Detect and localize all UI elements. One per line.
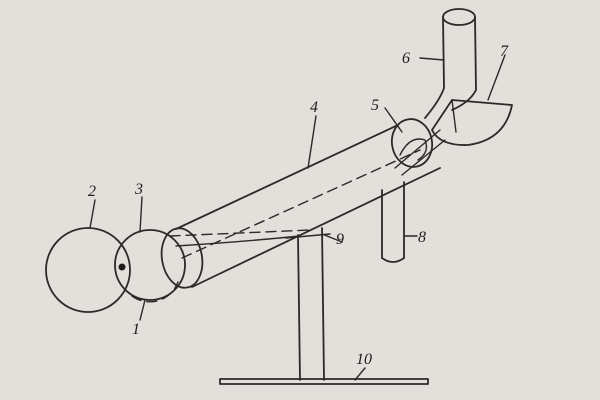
- label-9: 9: [336, 231, 344, 248]
- part-labels: 1 2 3 4 5 6 7 8 9 10: [88, 43, 509, 368]
- tube-bottom-edge: [191, 167, 441, 288]
- head-5-lines: [394, 129, 446, 176]
- label-1: 1: [132, 321, 140, 338]
- rod-8-bottom: [381, 257, 405, 263]
- label-6: 6: [402, 50, 410, 67]
- label-8: 8: [418, 229, 426, 246]
- stand-right-post: [321, 227, 325, 381]
- leader-lines: [89, 54, 506, 381]
- liquid-level: [169, 229, 311, 237]
- tube-upper-end: [390, 118, 434, 168]
- label-5: 5: [371, 97, 379, 114]
- hopper-inner: [451, 99, 457, 133]
- rod-8: [381, 181, 405, 263]
- hopper-7: [431, 99, 513, 146]
- disk-1-inner: [131, 281, 179, 303]
- pipe-6-right: [451, 16, 477, 111]
- label-7: 7: [500, 43, 509, 60]
- stand-left-post: [297, 234, 301, 381]
- hopper-body: [431, 99, 513, 146]
- head-5-spiral: [399, 138, 428, 161]
- label-4: 4: [310, 99, 318, 116]
- pipe-6: [424, 8, 477, 119]
- label-3: 3: [134, 181, 143, 198]
- tube-axis-dashed: [181, 149, 421, 259]
- disk-3: [114, 229, 186, 301]
- label-2: 2: [88, 183, 96, 200]
- tube-top-edge: [175, 124, 399, 230]
- head-5: [394, 129, 446, 176]
- base-10: [219, 378, 429, 385]
- tube-4: [160, 118, 441, 289]
- label-10: 10: [356, 351, 372, 368]
- pipe-6-left: [424, 16, 445, 119]
- disk-2: [45, 227, 131, 313]
- disk-3-hub: [118, 263, 126, 271]
